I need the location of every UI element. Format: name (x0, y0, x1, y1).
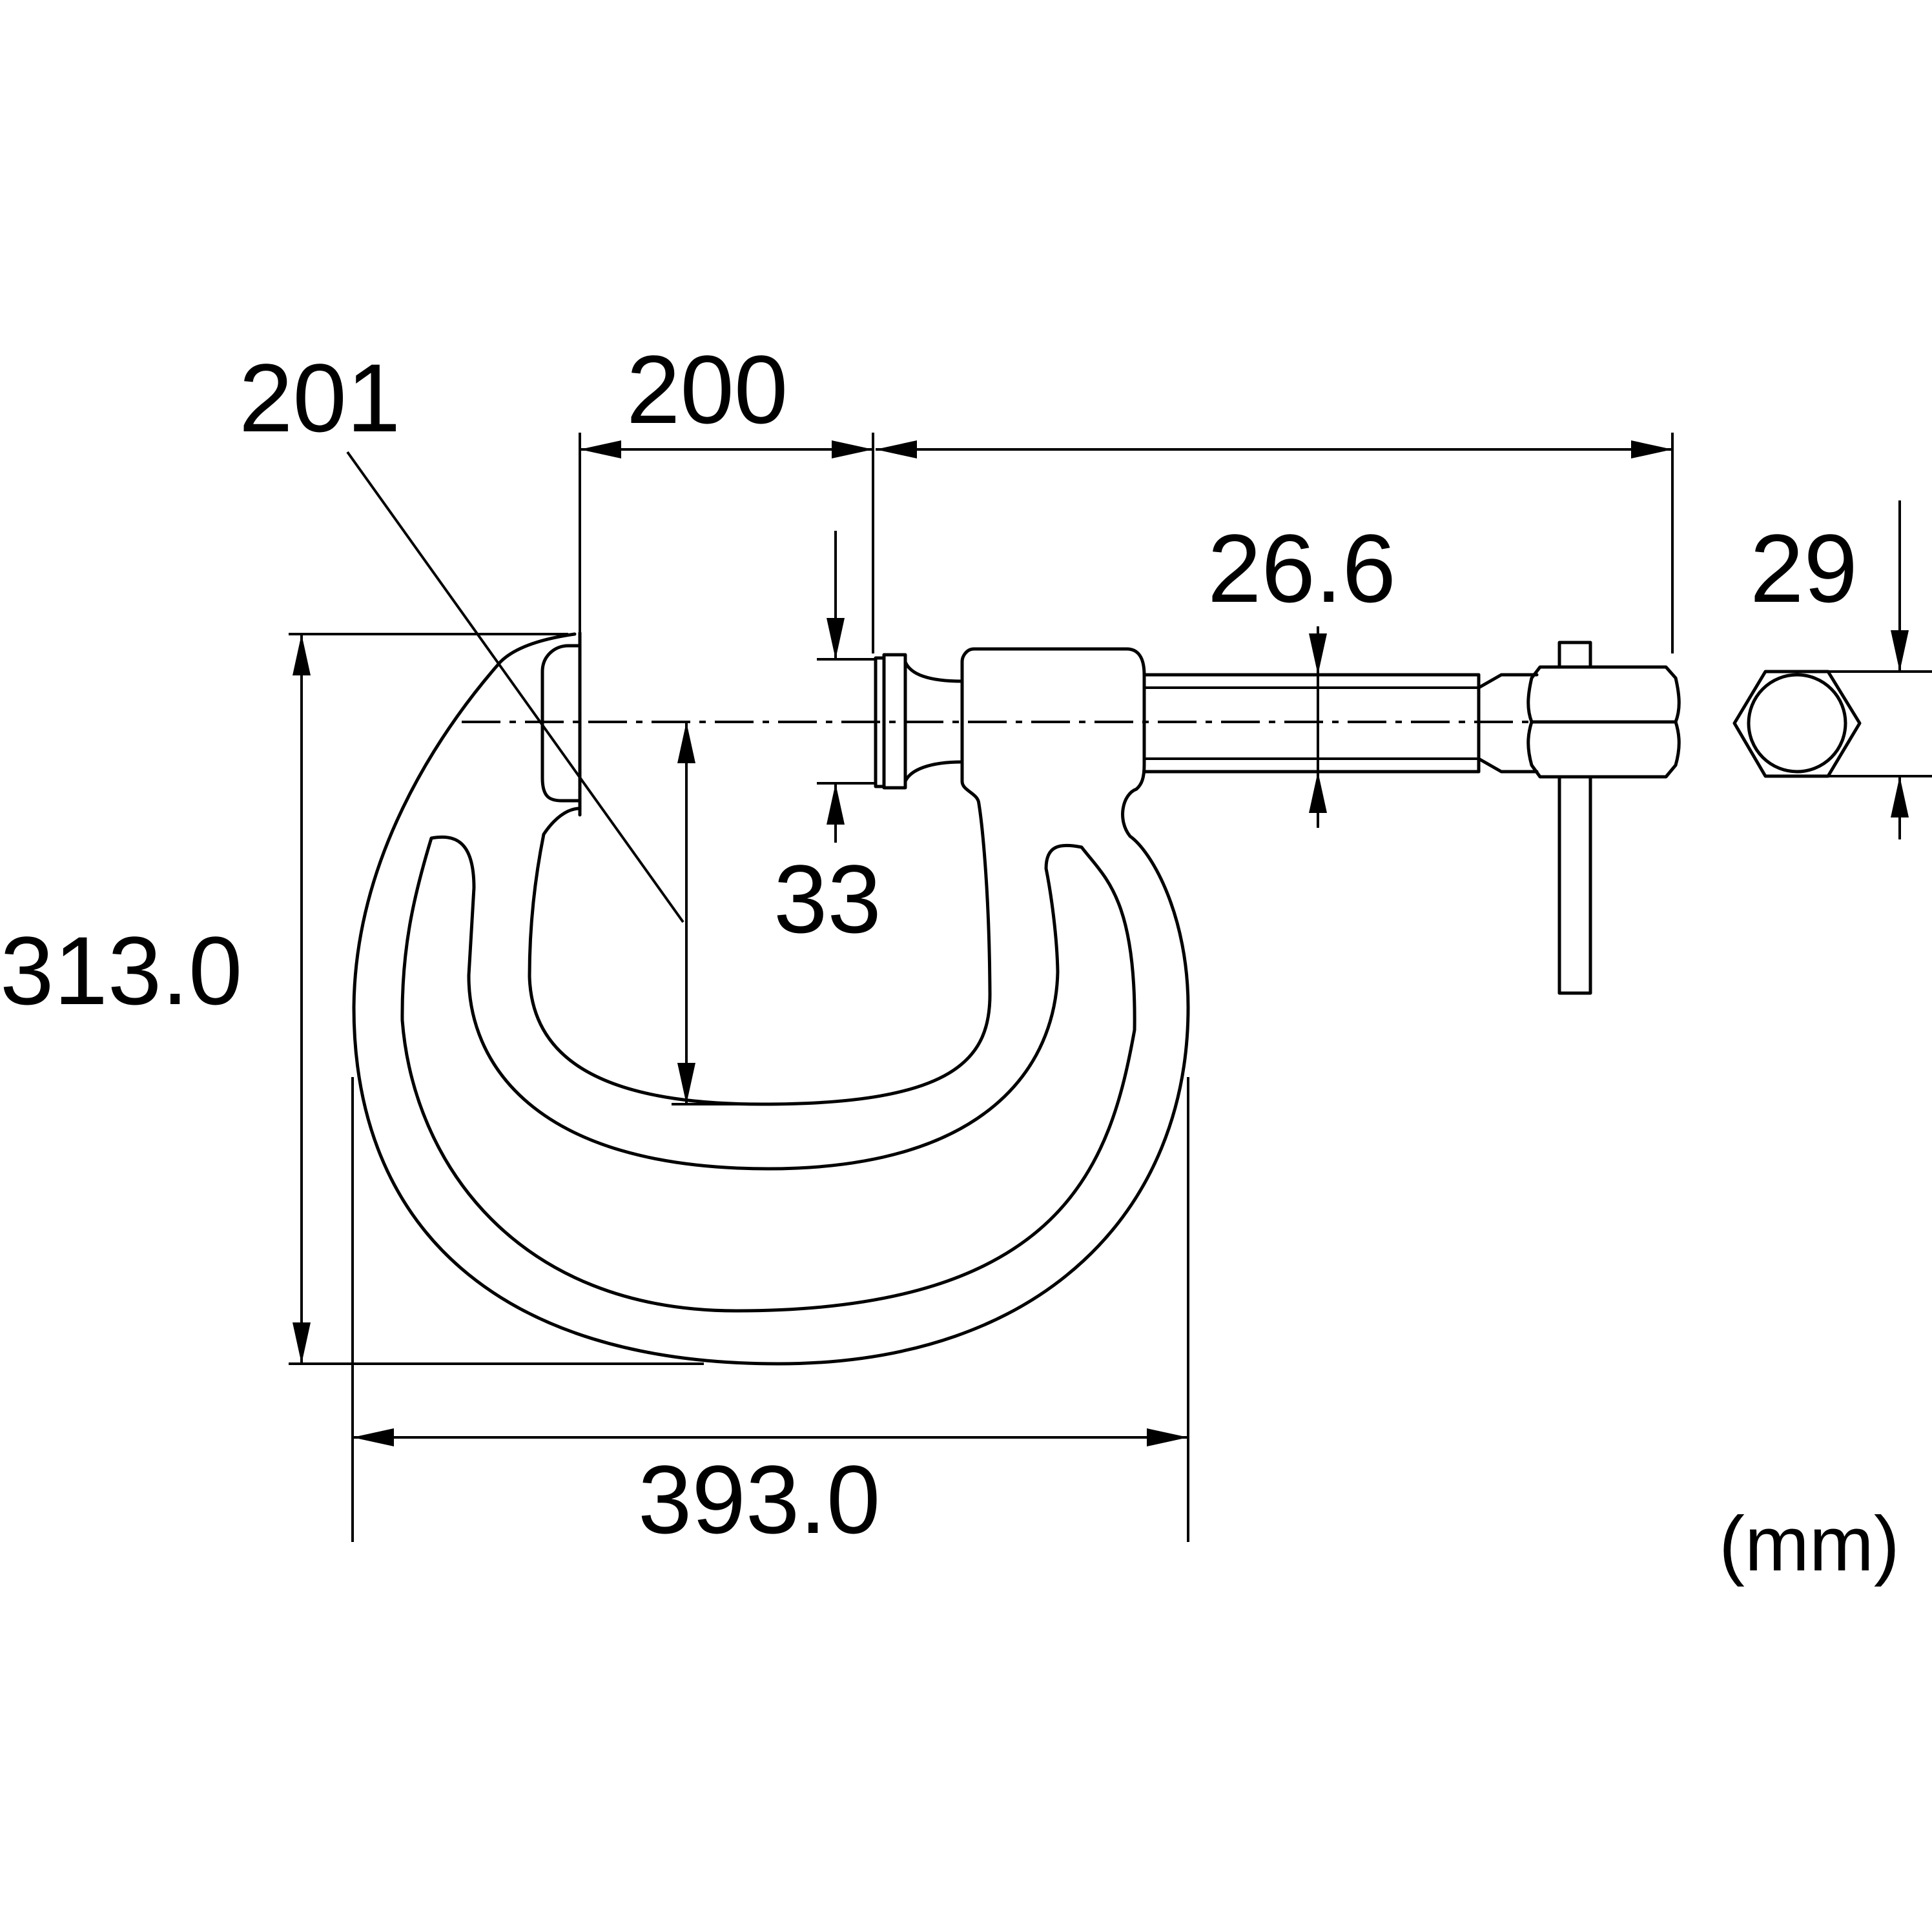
label-393: 393.0 (638, 1445, 880, 1554)
dim-393-arrow-right (1147, 1428, 1188, 1446)
dim-200-arrow-right (832, 440, 873, 458)
dim-26-6-arrow-bottom (1309, 772, 1327, 813)
label-33: 33 (774, 845, 881, 953)
hex-end-view (1732, 670, 1862, 778)
pad-neck (903, 660, 964, 783)
frame-outer-contour (352, 632, 1190, 1366)
dim-393-arrow-left (353, 1428, 394, 1446)
dim-313-arrow-bottom (293, 1322, 311, 1364)
dimension-lines (289, 433, 1932, 1542)
spindle-chamfer (1477, 673, 1539, 774)
unit-label: (mm) (1719, 1501, 1900, 1587)
dim-201-arrow-right (1631, 440, 1672, 458)
hex-inner-circle (1747, 673, 1847, 774)
t-handle-bar (1557, 775, 1592, 995)
t-handle-top (1557, 641, 1592, 669)
spindle-assembly (874, 641, 1681, 995)
dim-depth-arrow-top (677, 722, 695, 763)
fixed-jaw-edge (540, 644, 580, 803)
label-26-6: 26.6 (1208, 514, 1396, 622)
dim-201-leader (346, 451, 684, 923)
dimension-labels: 201 200 26.6 29 33 313.0 393.0 (mm) (0, 335, 1900, 1587)
clamp-frame (352, 631, 1190, 1366)
label-29: 29 (1750, 514, 1858, 622)
dim-29-arrow-top (1891, 630, 1909, 672)
label-313: 313.0 (0, 916, 242, 1025)
label-200: 200 (626, 335, 788, 444)
dim-201-arrow-left (876, 440, 917, 458)
dim-depth-arrow-bottom (677, 1063, 695, 1104)
dim-29-arrow-bottom (1891, 776, 1909, 817)
hex-outline (1732, 670, 1862, 778)
hex-nut-side (1526, 665, 1681, 779)
dim-313-arrow-top (293, 634, 311, 675)
frame-inner-contour (400, 835, 1136, 1313)
dim-26-6-arrow-top (1309, 633, 1327, 675)
dim-200-arrow-left (580, 440, 621, 458)
label-201: 201 (239, 344, 400, 452)
dim-33-arrow-top (827, 618, 845, 659)
dim-33-arrow-bottom (827, 783, 845, 825)
